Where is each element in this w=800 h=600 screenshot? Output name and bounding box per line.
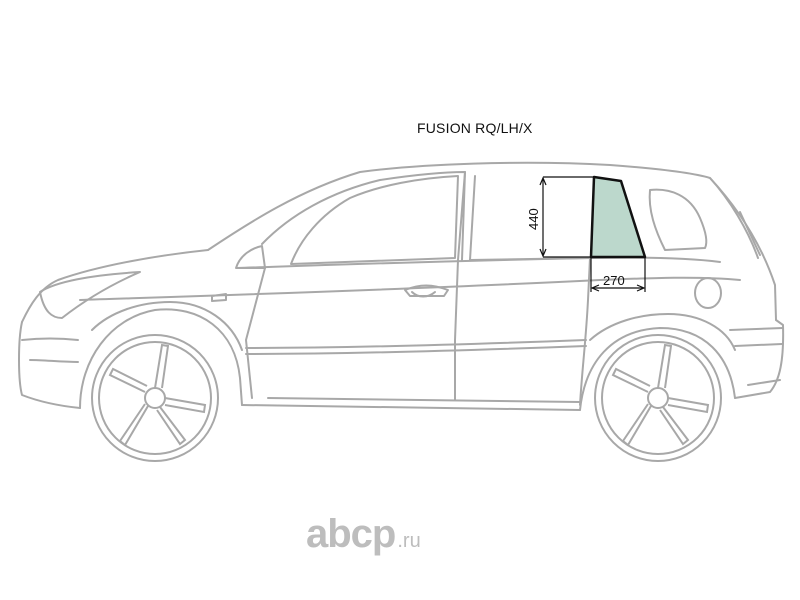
highlighted-rear-door-glass bbox=[589, 175, 647, 259]
logo-suffix-text: .ru bbox=[397, 530, 421, 552]
car-body-outline bbox=[18, 161, 785, 411]
logo-main-text: abcp bbox=[306, 512, 396, 556]
width-dimension-label: 270 bbox=[603, 273, 625, 288]
rear-wheel bbox=[594, 334, 722, 462]
front-wheel bbox=[91, 334, 219, 462]
dimension-lines bbox=[539, 176, 646, 292]
rear-door-glass bbox=[589, 175, 647, 259]
part-title: FUSION RQ/LH/X bbox=[417, 120, 533, 136]
abcp-logo: abcp .ru bbox=[306, 512, 421, 557]
height-dimension-label: 440 bbox=[526, 208, 541, 230]
